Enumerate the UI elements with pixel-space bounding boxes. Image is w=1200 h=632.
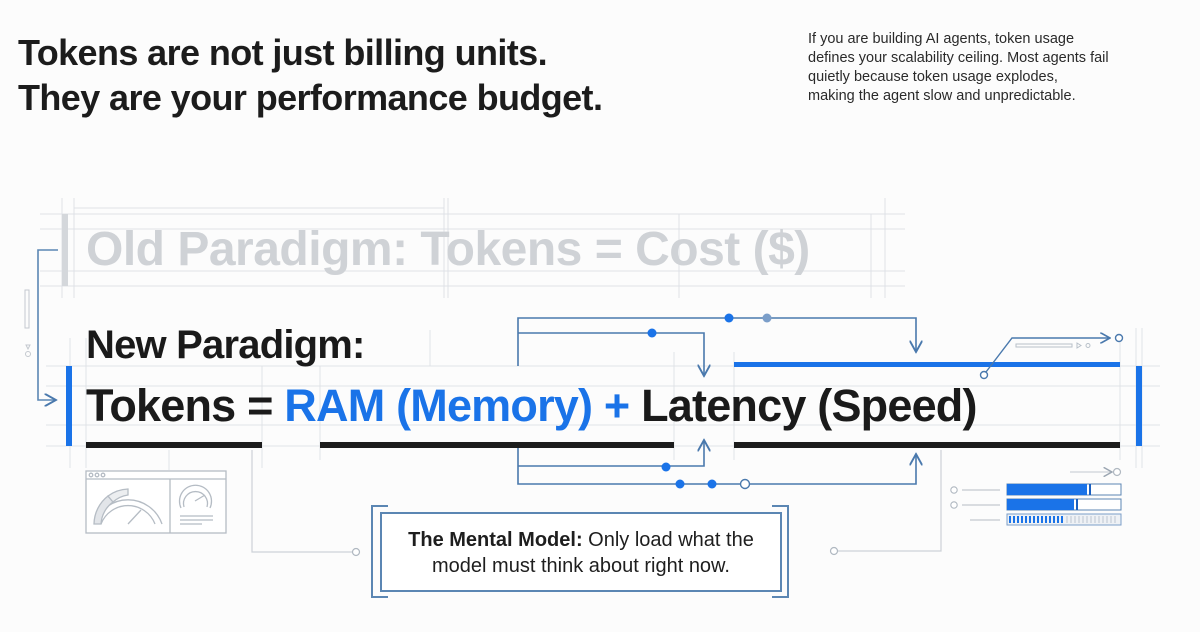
old-paradigm-grid — [40, 198, 905, 298]
equation-ram: RAM (Memory) — [284, 380, 593, 431]
underline-ram — [320, 442, 674, 448]
overline-latency — [734, 362, 1120, 367]
new-paradigm-right-bar — [1136, 366, 1142, 446]
old-paradigm-bar — [62, 214, 68, 286]
intro-line: quietly because token usage explodes, — [808, 69, 1058, 85]
mental-model-line-2: model must think about right now. — [432, 555, 730, 577]
headline-line-2: They are your performance budget. — [18, 77, 603, 118]
mental-model-brackets — [371, 505, 789, 598]
equation-latency: Latency (Speed) — [641, 380, 977, 431]
speedometer-dashboard-icon — [85, 470, 227, 534]
underline-tokens — [86, 442, 262, 448]
intro-line: making the agent slow and unpredictable. — [808, 88, 1076, 104]
mental-model-text-1: Only load what the — [582, 529, 754, 551]
new-paradigm-equation: Tokens = RAM (Memory) + Latency (Speed) — [86, 380, 977, 432]
intro-paragraph: If you are building AI agents, token usa… — [808, 30, 1188, 106]
mental-model-line-1: The Mental Model: Only load what the — [382, 527, 780, 553]
headline: Tokens are not just billing units. They … — [18, 30, 603, 120]
intro-line: defines your scalability ceiling. Most a… — [808, 50, 1109, 66]
old-paradigm-text: Old Paradigm: Tokens = Cost ($) — [86, 223, 810, 276]
new-paradigm-left-bar — [66, 366, 72, 446]
mental-model-title: The Mental Model: — [408, 529, 583, 551]
equation-plus: + — [603, 380, 630, 431]
intro-line: If you are building AI agents, token usa… — [808, 31, 1075, 47]
mental-model-box: The Mental Model: Only load what the mod… — [380, 512, 782, 592]
headline-line-1: Tokens are not just billing units. — [18, 32, 548, 73]
new-paradigm-label: New Paradigm: — [86, 323, 365, 367]
top-connectors — [517, 317, 916, 376]
equation-tokens: Tokens — [86, 380, 236, 431]
old-to-new-connector — [37, 249, 58, 400]
bottom-connectors — [517, 440, 916, 485]
underline-latency — [734, 442, 1120, 448]
equation-equals: = — [247, 380, 273, 431]
progress-bars-icon — [950, 483, 1122, 526]
